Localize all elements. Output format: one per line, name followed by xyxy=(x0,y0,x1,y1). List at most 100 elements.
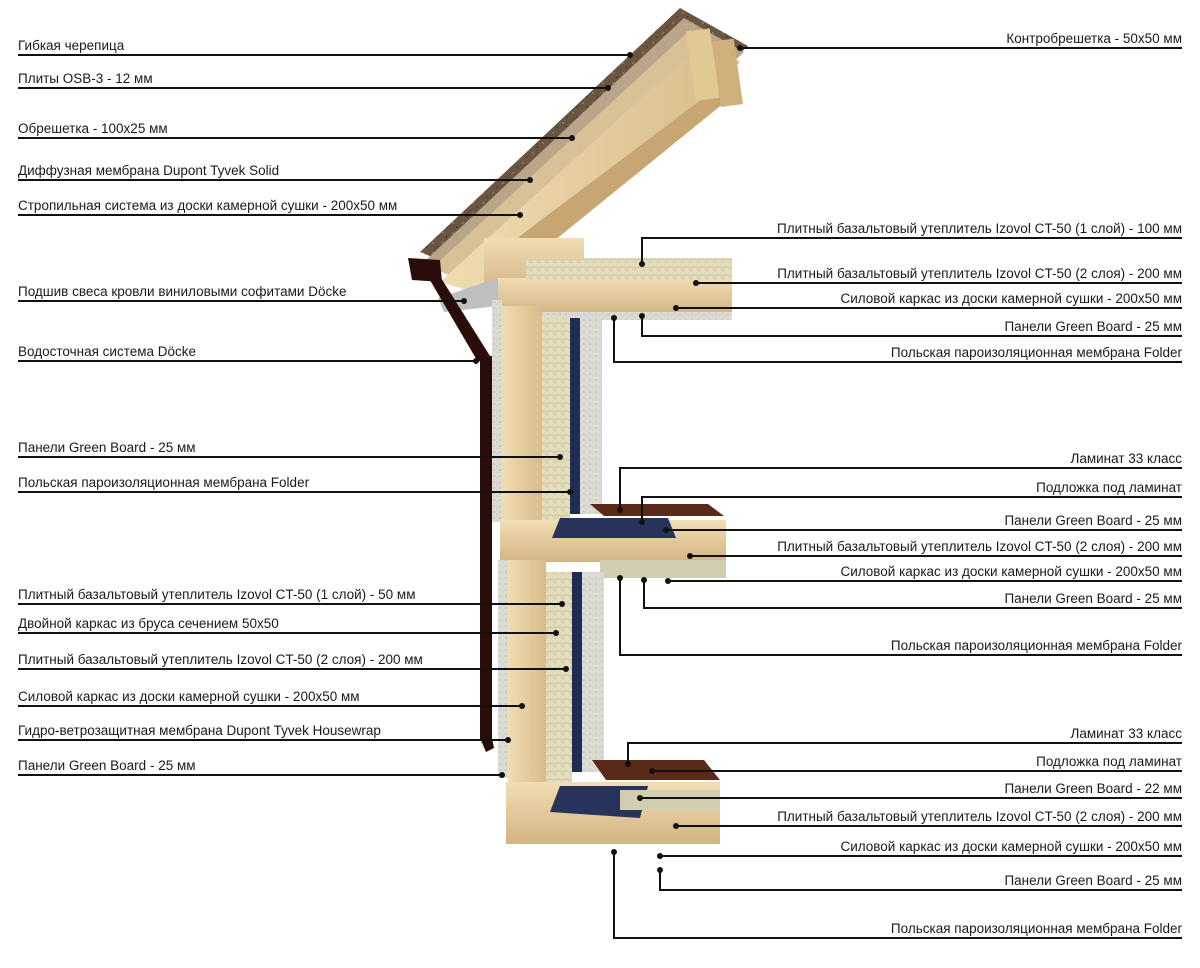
leader-dots-right xyxy=(611,45,743,873)
interior-board-lower xyxy=(582,572,604,772)
leader-dot xyxy=(563,666,569,672)
leader-dot xyxy=(673,305,679,311)
leader-dot xyxy=(637,795,643,801)
label-right: Панели Green Board - 25 мм xyxy=(1004,513,1182,528)
leader-right-7 xyxy=(619,467,1182,510)
label-right: Контробрешетка - 50x50 мм xyxy=(1006,31,1182,46)
vapor-membrane-lower xyxy=(572,572,582,772)
leader-dot xyxy=(641,577,647,583)
label-right: Ламинат 33 класс xyxy=(1070,726,1182,741)
roof-assembly xyxy=(420,8,748,300)
leader-right-5 xyxy=(641,316,1182,337)
leader-dot xyxy=(569,135,575,141)
label-left: Панели Green Board - 25 мм xyxy=(18,440,196,455)
label-right: Польская пароизоляционная мембрана Folde… xyxy=(891,638,1183,653)
labels-left: Гибкая черепица Плиты OSB-3 - 12 мм Обре… xyxy=(18,38,423,773)
label-left: Диффузная мембрана Dupont Tyvek Solid xyxy=(18,163,279,178)
leader-dot xyxy=(639,261,645,267)
leader-dot xyxy=(737,45,743,51)
leader-dot xyxy=(657,853,663,859)
label-right: Панели Green Board - 25 мм xyxy=(1004,591,1182,606)
interior-board xyxy=(580,318,602,514)
label-left: Силовой каркас из доски камерной сушки -… xyxy=(18,689,360,704)
leader-dot xyxy=(665,578,671,584)
label-right: Панели Green Board - 22 мм xyxy=(1004,781,1182,796)
label-left: Стропильная система из доски камерной су… xyxy=(18,198,397,213)
wall-insulation-lower xyxy=(546,572,572,786)
exterior-board xyxy=(492,300,502,522)
leader-dot xyxy=(617,575,623,581)
rafter-board xyxy=(440,48,738,300)
leader-dot xyxy=(559,601,565,607)
leader-right-20 xyxy=(613,852,1182,939)
leader-right-14 xyxy=(627,742,1182,764)
laminate xyxy=(590,504,724,516)
label-left: Гибкая черепица xyxy=(18,38,125,53)
label-right: Подложка под ламинат xyxy=(1036,480,1182,495)
floor-underboard xyxy=(600,560,726,578)
leader-dot xyxy=(611,315,617,321)
leader-dot xyxy=(617,507,623,513)
label-right: Плитный базальтовый утеплитель Izovol CT… xyxy=(777,539,1182,554)
leader-dot xyxy=(567,489,573,495)
stud-lower xyxy=(508,560,546,790)
leader-dot xyxy=(673,823,679,829)
label-left: Водосточная система Döcke xyxy=(18,344,196,359)
label-left: Подшив свеса кровли виниловыми софитами … xyxy=(18,284,346,299)
leader-dot xyxy=(687,553,693,559)
wall-insulation xyxy=(542,318,570,522)
label-left: Обрешетка - 100x25 мм xyxy=(18,121,168,136)
leader-dot xyxy=(461,298,467,304)
floor-board-lower xyxy=(620,790,720,810)
leader-dot xyxy=(657,867,663,873)
label-left: Двойной каркас из бруса сечением 50x50 xyxy=(18,616,279,631)
leader-dot xyxy=(527,177,533,183)
label-left: Плитный базальтовый утеплитель Izovol CT… xyxy=(18,652,423,667)
counter-batten xyxy=(685,28,720,102)
leader-dot xyxy=(639,519,645,525)
leader-dot xyxy=(505,737,511,743)
label-right: Польская пароизоляционная мембрана Folde… xyxy=(891,921,1183,936)
leader-dot xyxy=(693,280,699,286)
leader-dot xyxy=(499,772,505,778)
label-right: Силовой каркас из доски камерной сушки -… xyxy=(840,564,1182,579)
floor-insulation xyxy=(552,518,676,538)
label-right: Плитный базальтовый утеплитель Izovol CT… xyxy=(777,266,1182,281)
label-right: Панели Green Board - 25 мм xyxy=(1004,319,1182,334)
counter-batten-2 xyxy=(711,38,743,108)
leader-lines-right xyxy=(613,47,1182,939)
label-right: Силовой каркас из доски камерной сушки -… xyxy=(840,291,1182,306)
leader-right-13 xyxy=(619,578,1182,656)
label-left: Польская пароизоляционная мембрана Folde… xyxy=(18,475,310,490)
ceiling-board xyxy=(520,312,732,320)
vapor-membrane xyxy=(570,318,580,514)
rafter-side xyxy=(500,72,740,300)
gutter-system xyxy=(408,258,494,752)
leader-dot xyxy=(519,703,525,709)
leader-right-12 xyxy=(643,580,1182,609)
leader-dot xyxy=(553,630,559,636)
label-right: Плитный базальтовый утеплитель Izovol CT… xyxy=(777,221,1182,236)
leader-dot xyxy=(557,454,563,460)
leader-dot xyxy=(627,52,633,58)
label-right: Польская пароизоляционная мембрана Folde… xyxy=(891,345,1183,360)
label-right: Панели Green Board - 25 мм xyxy=(1004,873,1182,888)
leader-dot xyxy=(517,212,523,218)
wall-upper xyxy=(492,300,602,522)
label-right: Ламинат 33 класс xyxy=(1070,451,1182,466)
leader-dot xyxy=(649,768,655,774)
leader-dots-left xyxy=(461,52,633,778)
leader-dot xyxy=(605,85,611,91)
downspout-upper xyxy=(424,270,490,362)
leader-dot xyxy=(663,527,669,533)
leader-dot xyxy=(625,761,631,767)
label-left: Панели Green Board - 25 мм xyxy=(18,758,196,773)
leader-dot xyxy=(639,313,645,319)
leader-dot xyxy=(473,358,479,364)
stud-upper xyxy=(502,306,542,522)
wall-lower xyxy=(498,560,604,790)
label-right: Плитный базальтовый утеплитель Izovol CT… xyxy=(777,809,1182,824)
labels-right: Контробрешетка - 50x50 мм Плитный базаль… xyxy=(777,31,1183,936)
downspout xyxy=(480,356,492,740)
